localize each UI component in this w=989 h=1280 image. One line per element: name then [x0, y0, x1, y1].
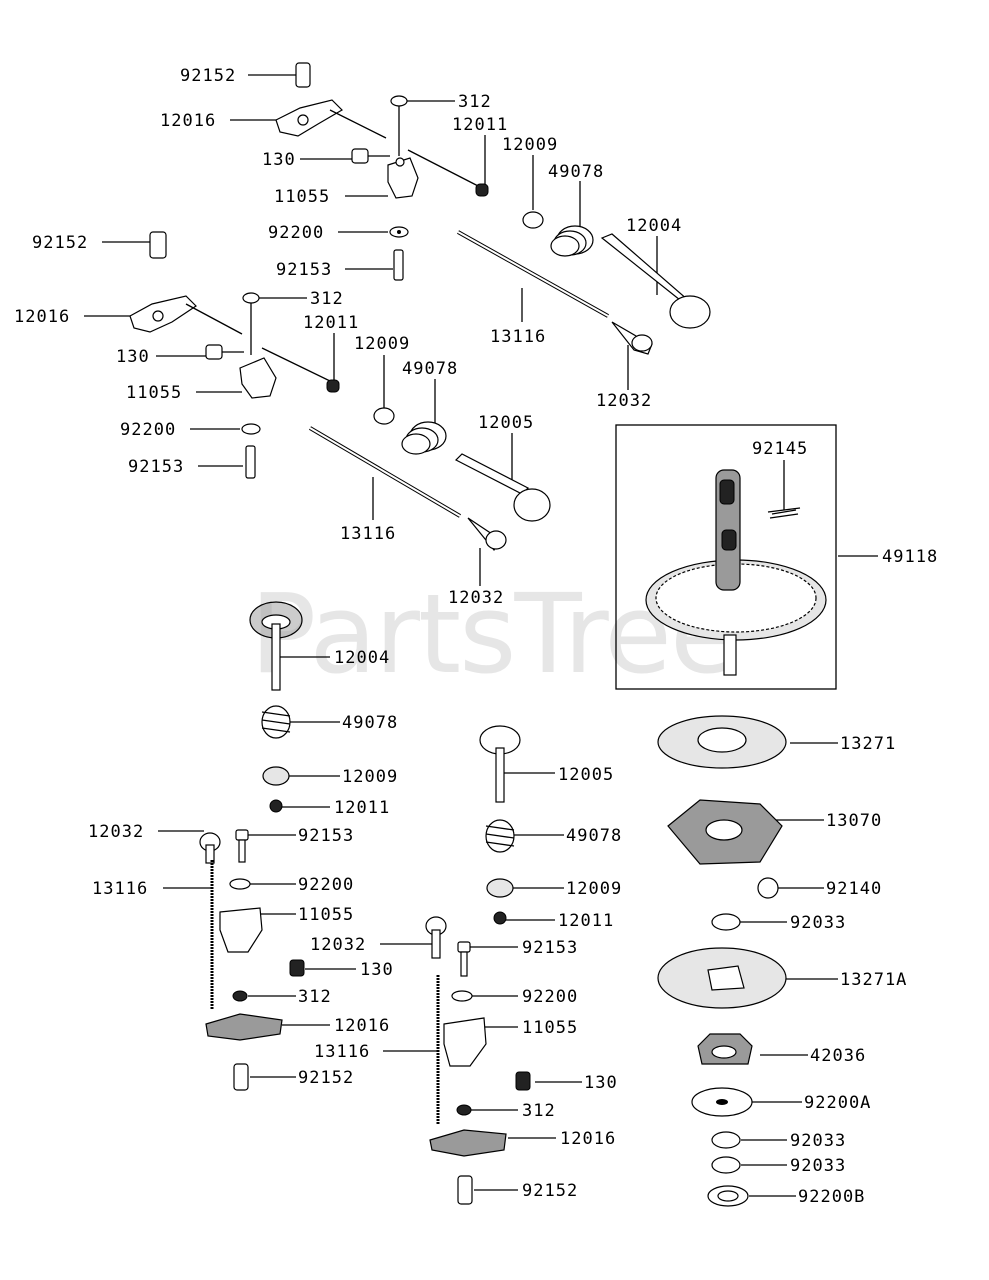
part-number-label: 92200A [804, 1093, 871, 1113]
part-number-label: 49078 [402, 359, 458, 379]
part-number-label: 92033 [790, 913, 846, 933]
part-number-label: 92153 [522, 938, 578, 958]
part-number-label: 12004 [626, 216, 682, 236]
part-number-label: 11055 [274, 187, 330, 207]
part-number-label: 92200 [120, 420, 176, 440]
camshaft-assembly-box [615, 424, 837, 690]
part-number-label: 130 [584, 1073, 618, 1093]
part-number-label: 92200 [268, 223, 324, 243]
part-number-label: 49078 [548, 162, 604, 182]
part-number-label: 12016 [14, 307, 70, 327]
part-number-label: 12004 [334, 648, 390, 668]
part-number-label: 92153 [128, 457, 184, 477]
part-number-label: 42036 [810, 1046, 866, 1066]
part-number-label: 12011 [452, 115, 508, 135]
part-number-label: 130 [360, 960, 394, 980]
part-number-label: 49078 [342, 713, 398, 733]
part-number-label: 92152 [522, 1181, 578, 1201]
part-number-label: 11055 [298, 905, 354, 925]
part-number-label: 92200B [798, 1187, 865, 1207]
part-number-label: 12011 [303, 313, 359, 333]
part-number-label: 92152 [298, 1068, 354, 1088]
part-number-label: 92033 [790, 1156, 846, 1176]
part-number-label: 92200 [522, 987, 578, 1007]
part-number-label: 92153 [298, 826, 354, 846]
part-number-label: 312 [458, 92, 492, 112]
part-labels: 92152 12016 312 12011 130 12009 49078 11… [14, 66, 938, 1207]
part-illustrations [129, 62, 827, 1207]
part-number-label: 13116 [490, 327, 546, 347]
part-number-label: 13116 [92, 879, 148, 899]
part-number-label: 13271A [840, 970, 907, 990]
part-number-label: 12032 [310, 935, 366, 955]
part-number-label: 92152 [32, 233, 88, 253]
part-number-label: 13070 [826, 811, 882, 831]
part-number-label: 12032 [596, 391, 652, 411]
part-number-label: 12005 [478, 413, 534, 433]
part-number-label: 130 [116, 347, 150, 367]
part-number-label: 12009 [342, 767, 398, 787]
part-number-label: 312 [522, 1101, 556, 1121]
leader-lines [84, 74, 878, 1197]
part-number-label: 49078 [566, 826, 622, 846]
part-number-label: 11055 [522, 1018, 578, 1038]
part-number-label: 312 [310, 289, 344, 309]
part-number-label: 13271 [840, 734, 896, 754]
part-number-label: 92200 [298, 875, 354, 895]
part-number-label: 13116 [314, 1042, 370, 1062]
part-number-label: 92153 [276, 260, 332, 280]
part-number-label: 49118 [882, 547, 938, 567]
part-number-label: 12011 [558, 911, 614, 931]
part-number-label: 12016 [160, 111, 216, 131]
part-number-label: 12009 [354, 334, 410, 354]
part-number-label: 12009 [502, 135, 558, 155]
part-number-label: 11055 [126, 383, 182, 403]
part-number-label: 13116 [340, 524, 396, 544]
part-number-label: 92033 [790, 1131, 846, 1151]
part-number-label: 12005 [558, 765, 614, 785]
part-number-label: 12011 [334, 798, 390, 818]
part-number-label: 312 [298, 987, 332, 1007]
part-number-label: 92140 [826, 879, 882, 899]
part-number-label: 12009 [566, 879, 622, 899]
part-number-label: 92145 [752, 439, 808, 459]
part-number-label: 12016 [334, 1016, 390, 1036]
part-number-label: 12032 [88, 822, 144, 842]
part-number-label: 130 [262, 150, 296, 170]
part-number-label: 92152 [180, 66, 236, 86]
part-number-label: 12016 [560, 1129, 616, 1149]
part-number-label: 12032 [448, 588, 504, 608]
